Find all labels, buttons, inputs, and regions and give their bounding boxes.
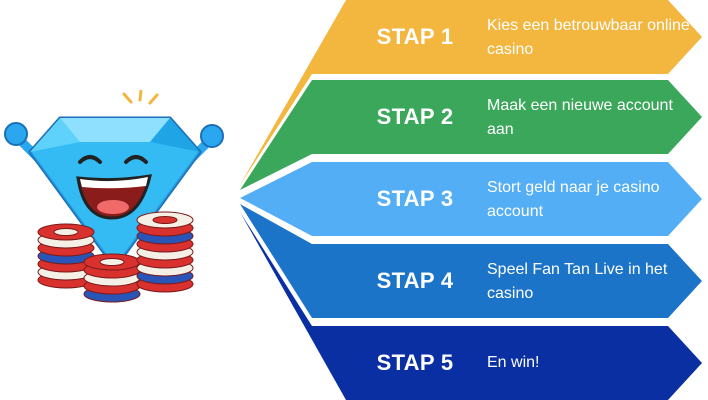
step-2-banner (240, 80, 702, 190)
step-5-label: STAP 5 (376, 350, 454, 375)
step-1-text: Kies een betrouwbaar online casino (487, 17, 690, 58)
step-1-banner (240, 0, 702, 185)
step-5-banner (240, 212, 702, 400)
step-4-banner (240, 204, 702, 318)
step-2-text: Maak een nieuwe account aan (487, 97, 673, 138)
diamond-mascot-with-casino-chips-icon (4, 90, 224, 303)
step-4-label: STAP 4 (376, 268, 454, 293)
step-4-text: Speel Fan Tan Live in het casino (487, 261, 668, 302)
step-5-text: En win! (487, 354, 540, 371)
step-2-label: STAP 2 (376, 104, 454, 129)
step-3-banner (240, 162, 702, 236)
step-1-label: STAP 1 (376, 24, 454, 49)
step-3-text: Stort geld naar je casino account (487, 179, 660, 220)
step-3-label: STAP 3 (376, 186, 454, 211)
